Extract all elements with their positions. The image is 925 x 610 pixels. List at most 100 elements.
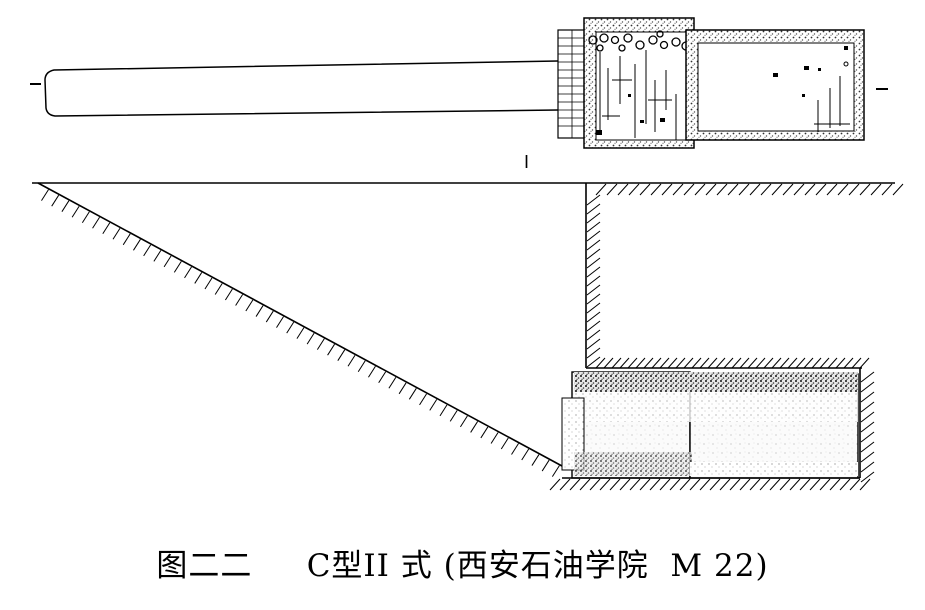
hatch-stroke	[779, 478, 791, 491]
hatch-stroke	[705, 183, 717, 196]
right-wall-hatching	[860, 371, 875, 483]
slope-hatching	[41, 189, 560, 477]
hatch-stroke	[843, 357, 854, 369]
hatch-stroke	[586, 311, 601, 323]
hatch-stroke	[153, 250, 162, 262]
figure-caption: 图二二 C型II 式 (西安石油学院 M 22)	[0, 540, 925, 585]
hatch-stroke	[716, 183, 728, 196]
hatch-stroke	[892, 183, 904, 196]
hatch-stroke	[860, 461, 875, 473]
hatch-stroke	[667, 357, 678, 369]
front-chamber-marks	[599, 50, 677, 140]
hatch-stroke	[759, 478, 771, 491]
hatch-stroke	[143, 244, 152, 257]
hatch-stroke	[659, 478, 671, 491]
hatch-stroke	[549, 478, 561, 491]
hatch-stroke	[839, 478, 851, 491]
hatch-stroke	[851, 357, 862, 369]
hatch-stroke	[619, 357, 630, 369]
hatch-stroke	[860, 381, 875, 393]
hatch-stroke	[651, 357, 662, 369]
hatch-stroke	[388, 377, 397, 389]
hatch-stroke	[163, 255, 172, 268]
hatch-stroke	[787, 357, 798, 369]
hatch-stroke	[586, 275, 601, 287]
hatch-stroke	[133, 239, 141, 251]
hatch-stroke	[627, 357, 638, 369]
hatch-stroke	[683, 183, 695, 196]
ground-hatching	[595, 183, 904, 196]
hatch-stroke	[586, 194, 601, 206]
hatch-stroke	[795, 357, 806, 369]
hatch-stroke	[61, 200, 70, 212]
floor-hatching	[549, 478, 871, 491]
hatch-stroke	[749, 478, 761, 491]
hatch-stroke	[793, 183, 805, 196]
grave-goods-rings	[588, 30, 691, 52]
hatch-stroke	[683, 357, 694, 369]
hatch-stroke	[214, 283, 223, 295]
shaft-hatching	[586, 194, 601, 368]
hatch-stroke	[606, 183, 618, 196]
hatch-stroke	[782, 183, 794, 196]
hatch-stroke	[204, 277, 213, 290]
hatch-stroke	[803, 357, 814, 369]
hatch-stroke	[628, 183, 640, 196]
hatch-stroke	[811, 357, 822, 369]
hatch-stroke	[739, 478, 751, 491]
hatch-stroke	[829, 478, 841, 491]
rear-chamber-floor	[697, 42, 855, 132]
hatch-stroke	[559, 478, 571, 491]
hatch-stroke	[859, 357, 870, 369]
hatch-stroke	[694, 183, 706, 196]
hatch-stroke	[739, 357, 750, 369]
hatch-stroke	[611, 357, 622, 369]
hatch-stroke	[398, 382, 407, 395]
hatch-stroke	[296, 327, 305, 339]
hatch-stroke	[771, 183, 783, 196]
hatch-stroke	[586, 248, 601, 260]
hatch-stroke	[755, 357, 766, 369]
hatch-stroke	[819, 357, 830, 369]
hatch-stroke	[769, 478, 781, 491]
hatch-stroke	[41, 189, 49, 201]
hatch-stroke	[347, 354, 356, 367]
hatch-stroke	[586, 257, 601, 269]
hatch-stroke	[609, 478, 621, 491]
hatch-stroke	[675, 357, 686, 369]
figure-type-label: C型II 式	[306, 548, 433, 584]
hatch-stroke	[719, 478, 731, 491]
hatch-stroke	[848, 183, 860, 196]
hatch-stroke	[639, 478, 651, 491]
hatch-stroke	[595, 183, 607, 196]
hatch-stroke	[521, 448, 530, 461]
hatch-stroke	[337, 349, 346, 361]
hatch-stroke	[173, 261, 182, 273]
hatch-stroke	[771, 357, 782, 369]
hatch-stroke	[699, 357, 710, 369]
roof-hatching	[595, 357, 870, 369]
hatch-stroke	[459, 415, 468, 428]
hatch-stroke	[439, 404, 448, 417]
hatch-stroke	[589, 478, 601, 491]
hatch-stroke	[224, 288, 233, 301]
hatch-stroke	[691, 357, 702, 369]
hatch-stroke	[779, 357, 790, 369]
hatch-stroke	[92, 216, 100, 229]
ramp-passage	[44, 60, 559, 117]
hatch-stroke	[327, 343, 336, 356]
hatch-stroke	[629, 478, 641, 491]
hatch-stroke	[276, 316, 284, 328]
hatch-stroke	[707, 357, 718, 369]
hatch-stroke	[500, 437, 509, 450]
hatch-stroke	[586, 284, 601, 296]
hatch-stroke	[639, 183, 651, 196]
hatch-stroke	[617, 183, 629, 196]
hatch-stroke	[715, 357, 726, 369]
rear-chamber-marks	[814, 76, 850, 132]
hatch-stroke	[51, 194, 60, 207]
hatch-stroke	[789, 478, 801, 491]
hatch-stroke	[586, 356, 601, 368]
hatch-stroke	[419, 393, 427, 406]
hatch-stroke	[541, 459, 550, 472]
